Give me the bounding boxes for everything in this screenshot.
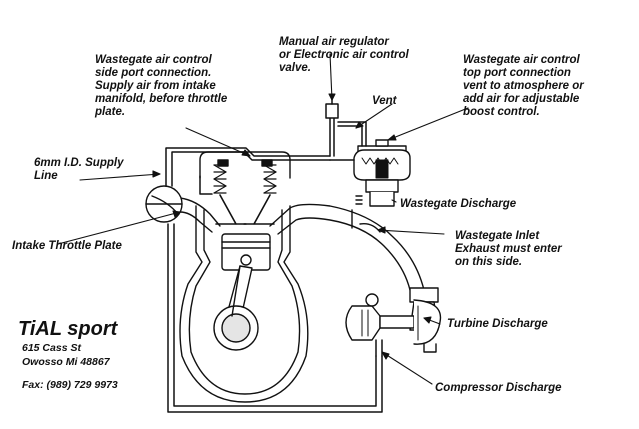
piston-assembly — [213, 233, 271, 351]
supply-line-2: Line — [34, 170, 58, 182]
label-vent: Vent — [372, 95, 397, 107]
top-port-line-3: vent to atmosphere or — [463, 80, 584, 92]
leader-lines — [57, 53, 469, 385]
company-address-line-1: 615 Cass St — [22, 342, 81, 354]
side-port-line-4: manifold, before throttle — [95, 93, 228, 105]
inlet-line-3: on this side. — [455, 256, 523, 268]
air-lines — [165, 93, 383, 413]
turbocharger — [345, 287, 442, 353]
label-compressor-discharge: Compressor Discharge — [435, 382, 562, 394]
top-port-line-2: top port connection — [463, 67, 571, 79]
top-port-line-5: boost control. — [463, 106, 540, 118]
intake-runner — [145, 185, 221, 233]
label-turbine-discharge: Turbine Discharge — [447, 318, 548, 330]
wastegate — [353, 139, 411, 207]
inlet-line-1: Wastegate Inlet — [455, 230, 540, 242]
top-port-line-1: Wastegate air control — [463, 54, 580, 66]
side-port-line-5: plate. — [95, 106, 126, 118]
regulator-line-1: Manual air regulator — [279, 36, 389, 48]
side-port-line-2: side port connection. — [95, 67, 212, 79]
company-fax: Fax: (989) 729 9973 — [22, 379, 118, 391]
side-port-line-3: Supply air from intake — [95, 80, 216, 92]
top-port-line-4: add air for adjustable — [463, 93, 580, 105]
inlet-line-2: Exhaust must enter — [455, 243, 562, 255]
valve-train — [213, 159, 277, 225]
label-intake-throttle-plate: Intake Throttle Plate — [12, 240, 122, 252]
regulator-line-2: or Electronic air control — [279, 49, 409, 61]
company-logo: TiAL sport — [18, 318, 118, 340]
supply-line-1: 6mm I.D. Supply — [34, 157, 124, 169]
label-wastegate-discharge: Wastegate Discharge — [400, 198, 517, 210]
regulator-line-3: valve. — [279, 62, 311, 74]
side-port-line-1: Wastegate air control — [95, 54, 212, 66]
company-address-line-2: Owosso Mi 48867 — [22, 356, 110, 368]
